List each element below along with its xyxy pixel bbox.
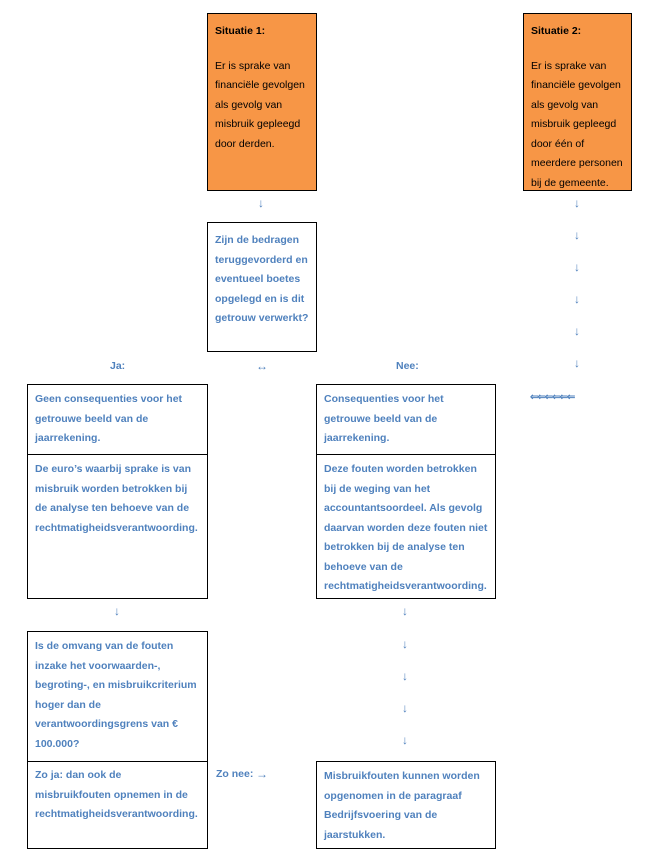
no-outcome-divider bbox=[317, 454, 495, 455]
arrow-down-s2-3: ↓ bbox=[574, 260, 580, 274]
label-no: Nee: bbox=[396, 360, 419, 372]
arrow-down-r-3: ↓ bbox=[402, 669, 408, 683]
arrow-down-r-5: ↓ bbox=[402, 733, 408, 747]
situation-2-title: Situatie 2: bbox=[531, 25, 582, 37]
no-outcome-top: Consequenties voor het getrouwe beeld va… bbox=[324, 393, 444, 444]
arrow-down-s2-4: ↓ bbox=[574, 292, 580, 306]
no-outcome-bottom: Deze fouten worden betrokken bij de wegi… bbox=[324, 463, 488, 592]
arrow-down-r-1: ↓ bbox=[402, 604, 408, 618]
arrow-down-s2-5: ↓ bbox=[574, 324, 580, 338]
final-box: Misbruikfouten kunnen worden opgenomen i… bbox=[316, 761, 496, 849]
situation-2-text: Er is sprake van financiële gevolgen als… bbox=[531, 59, 623, 189]
yes-outcome-bottom: De euro’s waarbij sprake is van misbruik… bbox=[35, 463, 198, 534]
situation-1-box: Situatie 1: Er is sprake van financiële … bbox=[207, 13, 317, 191]
situation-1-title: Situatie 1: bbox=[215, 25, 266, 37]
situation-2-box: Situatie 2: Er is sprake van financiële … bbox=[523, 13, 632, 191]
label-if-no: Zo nee: bbox=[216, 768, 254, 780]
arrow-down-left: ↓ bbox=[114, 604, 120, 618]
yes-outcome-box: Geen consequenties voor het getrouwe bee… bbox=[27, 384, 208, 599]
no-outcome-box: Consequenties voor het getrouwe beeld va… bbox=[316, 384, 496, 599]
question-2-text: Is de omvang van de fouten inzake het vo… bbox=[35, 640, 197, 750]
situation-1-text: Er is sprake van financiële gevolgen als… bbox=[215, 59, 305, 150]
question-1-box: Zijn de bedragen teruggevorderd en event… bbox=[207, 222, 317, 352]
arrow-down-s2-6: ↓ bbox=[574, 356, 580, 370]
yes-outcome-divider bbox=[28, 454, 207, 455]
arrow-down-r-2: ↓ bbox=[402, 637, 408, 651]
arrow-down-r-4: ↓ bbox=[402, 701, 408, 715]
arrow-down-s2-1: ↓ bbox=[574, 196, 580, 210]
arrow-down-s2-2: ↓ bbox=[574, 228, 580, 242]
question-1-text: Zijn de bedragen teruggevorderd en event… bbox=[215, 234, 309, 324]
yes-outcome-top: Geen consequenties voor het getrouwe bee… bbox=[35, 393, 183, 444]
final-text: Misbruikfouten kunnen worden opgenomen i… bbox=[324, 770, 480, 841]
arrow-right: → bbox=[256, 767, 268, 781]
question-2-divider bbox=[28, 761, 207, 762]
arrow-left-chain: ⇐⇐⇐⇐⇐⇐ bbox=[530, 392, 575, 403]
question-2-box: Is de omvang van de fouten inzake het vo… bbox=[27, 631, 208, 849]
label-yes: Ja: bbox=[110, 360, 126, 372]
arrow-both: ↔ bbox=[256, 359, 268, 373]
question-2-yes-text: Zo ja: dan ook de misbruikfouten opnemen… bbox=[35, 769, 198, 820]
arrow-down-1: ↓ bbox=[258, 196, 264, 210]
